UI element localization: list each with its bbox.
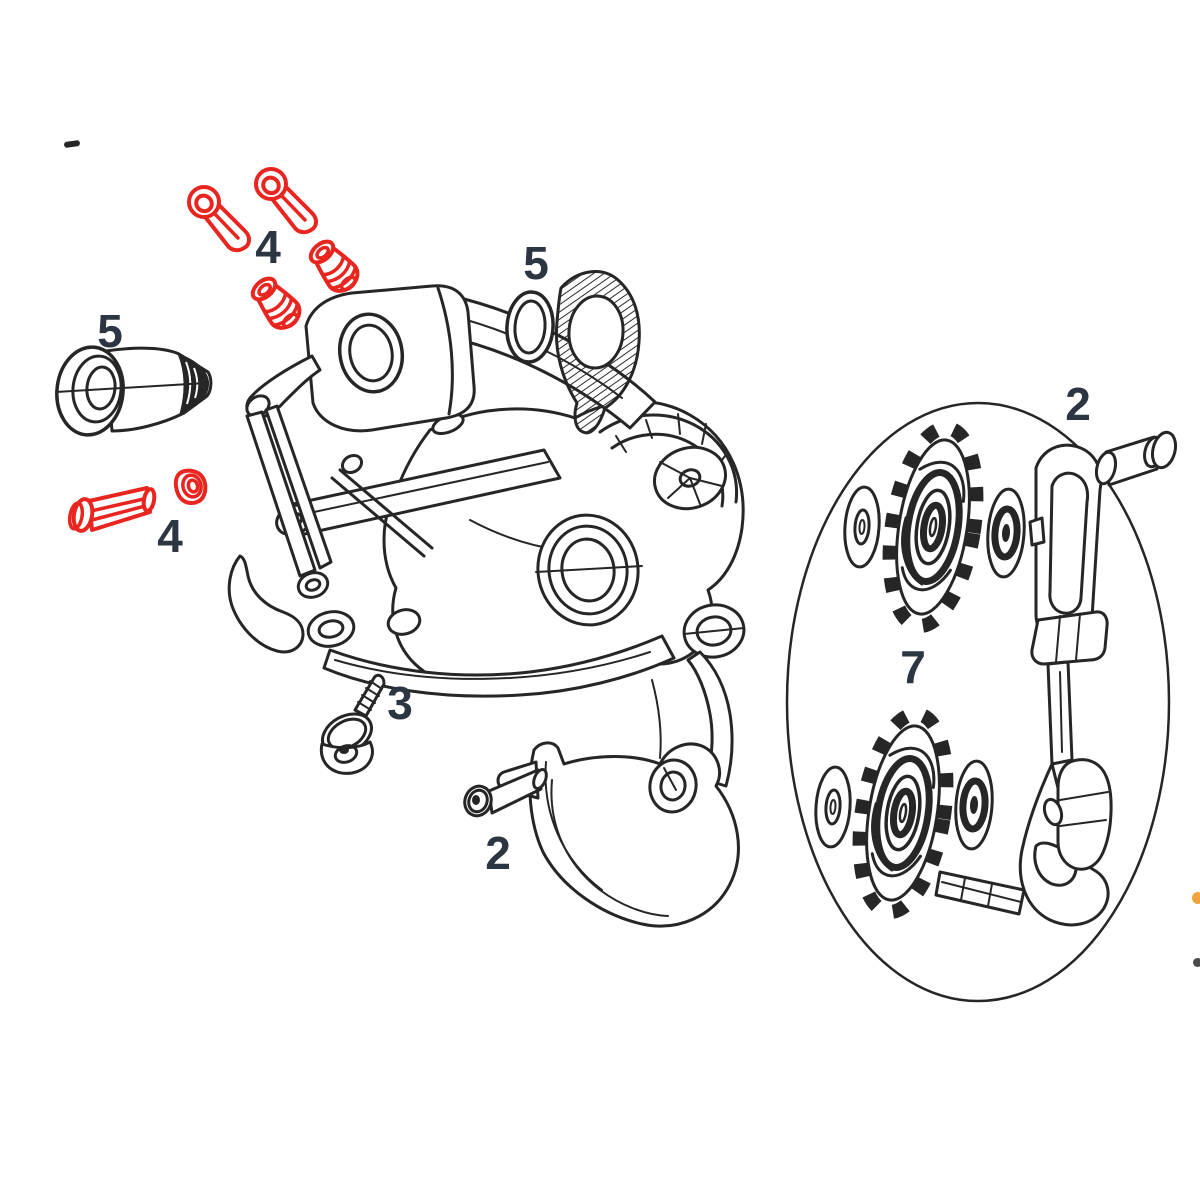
lower-bearing [953, 760, 995, 850]
callout-5-left: 5 [97, 305, 123, 357]
callout-3: 3 [387, 677, 413, 729]
callout-2-right: 2 [1065, 378, 1091, 430]
o-ring [505, 290, 555, 364]
red-cap-screw-2 [302, 233, 366, 300]
callout-4-top: 4 [255, 221, 281, 273]
orange-fragment [1192, 892, 1200, 904]
callout-4-left: 4 [157, 510, 183, 562]
pulley-bolt-lower [463, 768, 548, 818]
pulley-bolt-upper [1094, 430, 1178, 487]
b-pivot-bolt [55, 345, 213, 437]
red-pin-and-nut [67, 468, 208, 533]
derailleur-body [227, 284, 746, 788]
red-socket-bolt-1 [187, 185, 252, 253]
dark-fragment [1193, 958, 1200, 967]
upper-bearing [985, 488, 1027, 578]
lower-washer [811, 764, 855, 850]
cable-anchor-bolt [319, 673, 386, 775]
red-cap-screw-1 [244, 270, 308, 337]
callout-2-bottom: 2 [485, 827, 511, 879]
derailleur-hanger [554, 270, 641, 435]
upper-washer [840, 484, 884, 570]
callout-7: 7 [900, 641, 926, 693]
pulley-detail-circle [785, 401, 1171, 1003]
inner-cage-plate [934, 443, 1113, 927]
upper-pulley-wheel [877, 422, 989, 632]
callout-5-hanger: 5 [523, 237, 549, 289]
